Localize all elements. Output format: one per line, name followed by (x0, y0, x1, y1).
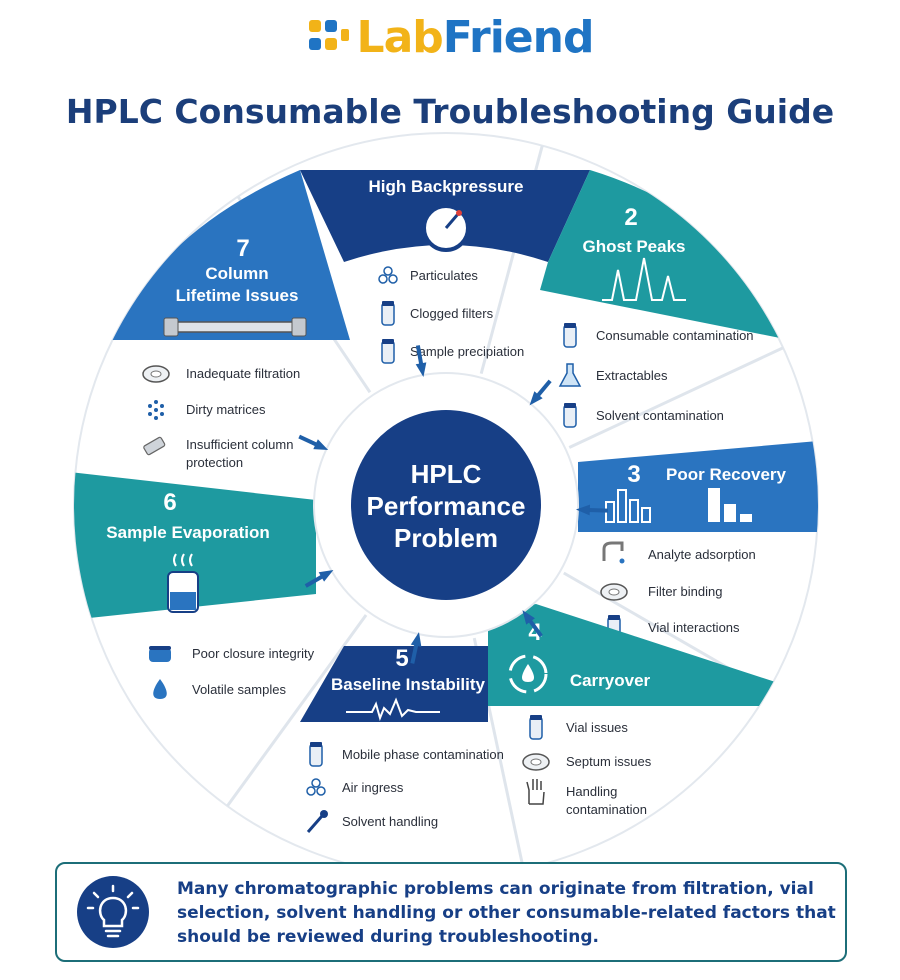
evaporating-vial-icon (167, 553, 199, 613)
particles-icon (378, 266, 398, 284)
septum-icon (522, 753, 550, 771)
section-heading: Ghost Peaks (583, 237, 686, 256)
section-item-label: Dirty matrices (186, 402, 266, 417)
recycle-drop-icon (508, 654, 548, 694)
dirt-particles-icon (148, 400, 164, 420)
section-number: 7 (236, 235, 249, 262)
center-label: Problem (394, 523, 498, 553)
guard-column-icon (143, 436, 166, 456)
hplc-column-icon (163, 317, 307, 337)
section-item-label: Insufficient column (186, 437, 293, 452)
logo-text-lab: Lab (356, 12, 444, 63)
section-item-label: Poor closure integrity (192, 646, 315, 661)
center-label: HPLC (411, 459, 482, 489)
section-item-label: Solvent handling (342, 814, 438, 829)
section-heading: Carryover (570, 671, 651, 690)
section-heading: Sample Evaporation (106, 523, 269, 542)
section-number: 1 (439, 149, 452, 176)
filter-disc-icon (142, 365, 170, 383)
section-item-label: Septum issues (566, 754, 652, 769)
section-6-band (74, 472, 316, 620)
note-box: Many chromatographic problems can origin… (55, 862, 847, 962)
bubbles-icon (306, 778, 326, 796)
solvent-bottle-icon (309, 742, 323, 767)
logo: LabFriend (0, 12, 900, 63)
inward-arrow (529, 379, 552, 406)
section-4-band (488, 604, 800, 706)
chromatogram-peaks-icon (602, 257, 686, 301)
section-item-label: Handling (566, 784, 617, 799)
pressure-gauge-icon (422, 204, 470, 252)
section-item-label: Mobile phase contamination (342, 747, 504, 762)
section-item-label: Filter binding (648, 584, 722, 599)
section-item-label: Air ingress (342, 780, 404, 795)
logo-mark-icon (308, 20, 349, 50)
section-item-label: Consumable contamination (596, 328, 754, 343)
inward-arrow (298, 434, 329, 451)
inward-arrow (575, 504, 608, 516)
flask-icon (558, 363, 582, 387)
section-item-label: Analyte adsorption (648, 547, 756, 562)
section-item-label: Vial interactions (648, 620, 740, 635)
center-label: Performance (367, 491, 526, 521)
section-item-label: Sample precipiation (410, 344, 524, 359)
filter-disc-icon (600, 583, 628, 601)
dropper-icon (306, 810, 328, 833)
inward-arrow (304, 570, 334, 588)
section-heading: High Backpressure (369, 177, 524, 196)
pipe-drip-icon (602, 541, 625, 564)
cap-icon (149, 646, 171, 662)
glove-icon (526, 779, 545, 805)
filter-cartridge-icon (381, 301, 395, 326)
solvent-bottle-icon (563, 403, 577, 428)
section-7-band (110, 170, 350, 340)
note-text: Many chromatographic problems can origin… (177, 879, 836, 947)
section-heading: Column (205, 264, 268, 283)
section-number: 3 (627, 461, 640, 488)
section-number: 5 (395, 645, 408, 672)
section-item-label: Clogged filters (410, 306, 494, 321)
inward-arrow (410, 632, 422, 664)
section-2-band (540, 170, 800, 340)
section-item-label: Inadequate filtration (186, 366, 300, 381)
section-item-label: Vial issues (566, 720, 628, 735)
logo-text-friend: Friend (442, 12, 595, 63)
section-item-label: protection (186, 455, 243, 470)
bar-chart-icon (605, 488, 752, 523)
drop-icon (153, 679, 167, 699)
center-circle (351, 410, 541, 600)
section-heading: Baseline Instability (331, 675, 486, 694)
section-heading: Poor Recovery (666, 465, 787, 484)
page-title: HPLC Consumable Troubleshooting Guide (65, 92, 835, 131)
lightbulb-icon (77, 876, 149, 948)
inward-arrow (415, 345, 427, 377)
section-item-label: Particulates (410, 268, 478, 283)
noisy-baseline-icon (346, 697, 440, 722)
inward-arrow (522, 610, 543, 638)
section-item-label: Solvent contamination (596, 408, 724, 423)
vial-icon (563, 323, 577, 348)
section-number: 2 (624, 204, 637, 231)
section-number: 6 (163, 489, 176, 516)
section-heading: Lifetime Issues (176, 286, 299, 305)
vial-icon (529, 715, 543, 740)
test-tube-icon (381, 339, 395, 364)
section-5-band (300, 646, 488, 722)
section-item-label: Volatile samples (192, 682, 286, 697)
section-item-label: contamination (566, 802, 647, 817)
section-item-label: Extractables (596, 368, 668, 383)
